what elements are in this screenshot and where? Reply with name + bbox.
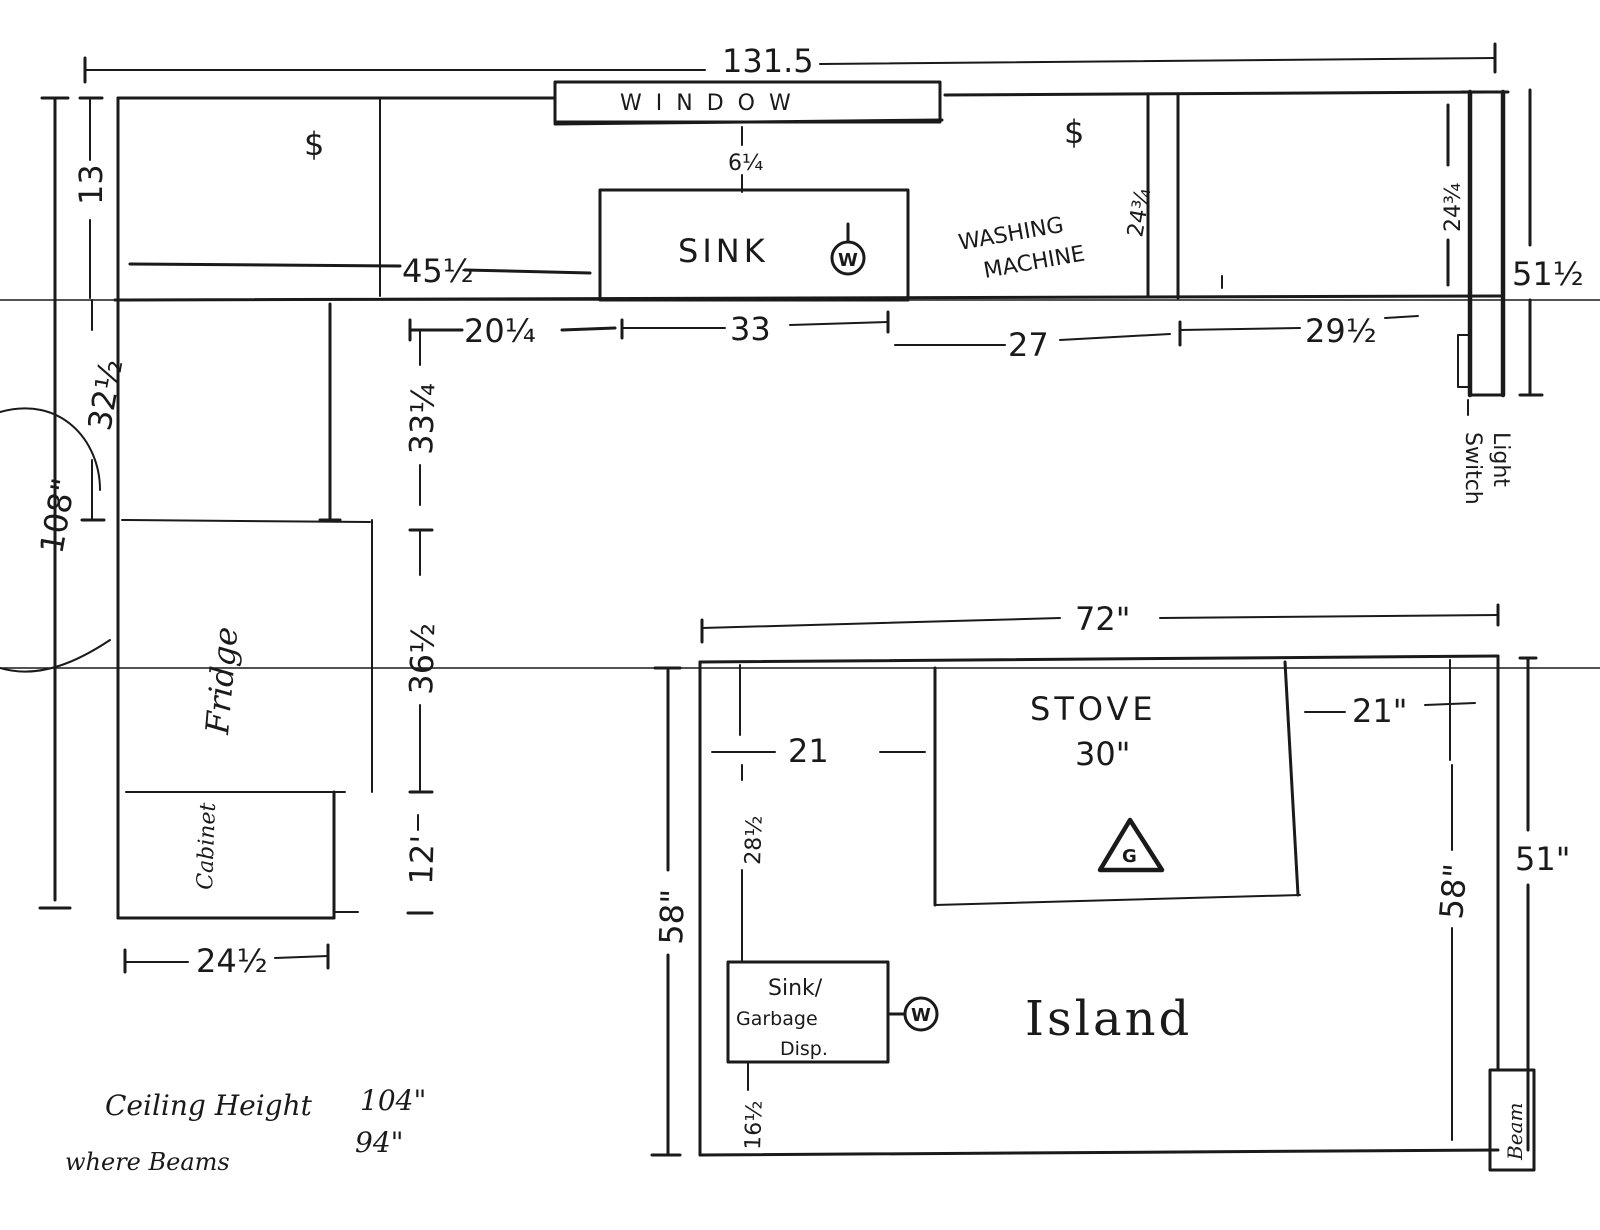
segment-1-label: 20¼	[464, 312, 536, 350]
ceiling-label-1: Ceiling Height	[105, 1089, 313, 1122]
counter-depth-label: 45½	[402, 252, 474, 290]
beam: Beam	[1488, 1068, 1536, 1172]
island-left-height-label: 58"	[652, 889, 692, 946]
island-sink-label-2: Garbage	[736, 1008, 818, 1030]
washing-machine: WASHING MACHINE 24¾	[957, 186, 1157, 284]
water-icon: W	[911, 1005, 931, 1026]
right-wall-label: 51½	[1512, 255, 1584, 293]
segment-3-label: 27	[1008, 326, 1049, 364]
water-icon: W	[838, 250, 858, 271]
window-to-sink-label: 6¼	[728, 151, 763, 176]
outlet-icon: $	[304, 125, 324, 163]
stove-width-label: 30"	[1075, 735, 1130, 773]
stove-label: STOVE	[1030, 690, 1157, 728]
right-depth-dimension: 24¾	[1441, 103, 1466, 287]
sink: SINK W	[598, 188, 910, 302]
center-vertical-dimensions: 33¼ 36½ 12'	[402, 329, 442, 915]
washing-machine-depth-label: 24¾	[1123, 186, 1156, 239]
island-sink-label-3: Disp.	[780, 1038, 828, 1060]
island-left-height-dimension: 58"	[650, 666, 692, 1157]
island-label: Island	[1025, 991, 1192, 1047]
ceiling-notes: Ceiling Height 104" where Beams 94"	[65, 1084, 426, 1176]
left-upper-dimension: 32½	[80, 299, 130, 522]
outlet-icon: $	[1064, 113, 1084, 151]
island-width-label: 72"	[1075, 600, 1130, 638]
island-lower-inner-dimension: 16½	[741, 1061, 768, 1150]
window: WINDOW	[553, 80, 944, 126]
window-to-sink-dimension: 6¼	[728, 126, 763, 193]
island-outline	[698, 654, 1500, 1157]
left-column	[116, 298, 373, 920]
top-width-label: 131.5	[722, 42, 814, 80]
island-right-outer-label: 51"	[1515, 840, 1570, 878]
window-label: WINDOW	[620, 91, 805, 116]
island-width-dimension: 72"	[700, 600, 1500, 644]
segment-2-label: 33	[730, 310, 771, 348]
left-height-dimension: 108"	[0, 96, 111, 910]
stove: STOVE 30" G	[933, 660, 1301, 907]
top-wall-left-dimension: 13	[72, 96, 110, 299]
island-left-gap-label: 21	[788, 732, 829, 770]
island-sink: Sink/ Garbage Disp. W	[726, 960, 939, 1064]
island-right-inner-label: 58"	[1432, 862, 1475, 921]
cabinet-width-dimension: 24½	[123, 942, 330, 980]
left-height-label: 108"	[32, 475, 83, 556]
right-depth-label: 24¾	[1441, 183, 1466, 232]
segment-dimensions: 20¼ 33 27 29½	[408, 310, 1419, 364]
ceiling-value-2: 94"	[355, 1126, 404, 1159]
cabinet-label: Cabinet	[193, 802, 221, 890]
light-switch: Light Switch	[1457, 334, 1513, 505]
island-upper-inner-dimension: 28½	[741, 764, 768, 963]
island-right-gap-label: 21"	[1352, 692, 1407, 730]
beam-label: Beam	[1503, 1103, 1527, 1161]
center-upper-label: 33¼	[402, 382, 442, 455]
counter-depth-dimension: 45½	[128, 252, 592, 290]
ceiling-label-2: where Beams	[65, 1148, 230, 1176]
cabinet-width-label: 24½	[196, 942, 268, 980]
center-low-label: 12'	[402, 834, 442, 885]
island-right-inner-dimension: 58"	[1432, 764, 1475, 1141]
right-wall-dimension: 51½	[1512, 88, 1584, 397]
light-switch-label-1: Light	[1488, 432, 1513, 487]
ceiling-value-1: 104"	[360, 1084, 426, 1117]
top-counter	[113, 89, 1510, 398]
island-right-outer-dimension: 51"	[1515, 656, 1570, 1152]
island-lower-inner-label: 16½	[741, 1100, 768, 1150]
fridge-label: Fridge	[198, 625, 245, 737]
left-upper-label: 32½	[80, 356, 130, 433]
segment-4-label: 29½	[1305, 312, 1377, 350]
top-wall-left-label: 13	[72, 164, 110, 205]
island-right-gap-dimension: 21"	[1304, 692, 1476, 730]
gas-icon: G	[1122, 846, 1137, 867]
top-width-dimension: 131.5	[83, 42, 1497, 84]
island-sink-label-1: Sink/	[768, 976, 823, 1001]
light-switch-label-2: Switch	[1460, 432, 1485, 505]
center-mid-label: 36½	[402, 622, 442, 695]
island-left-gap-dimension: 21	[711, 732, 926, 770]
island-upper-inner-label: 28½	[741, 815, 768, 865]
sink-label: SINK	[678, 232, 769, 270]
